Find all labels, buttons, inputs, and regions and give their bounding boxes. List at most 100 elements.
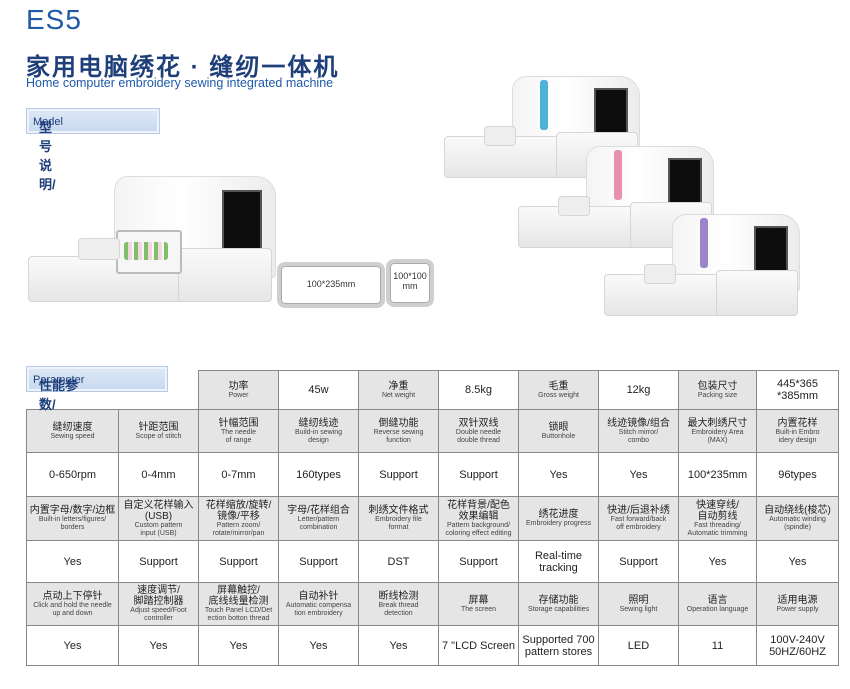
table-header-cell: 自定义花样输入 (USB)Custom pattern input (USB) — [118, 496, 199, 541]
machine-variant-purple-image — [604, 212, 804, 316]
table-value-cell: 0-7mm — [198, 452, 279, 497]
header-label-cn: 花样缩放/旋转/ 镜像/平移 — [205, 499, 272, 522]
product-title-en: Home computer embroidery sewing integrat… — [26, 76, 334, 90]
hoop-large-label: 100*235mm — [306, 279, 356, 289]
header-label-en: Embroidery file format — [375, 516, 422, 531]
table-cell: 445*365 *385mm — [756, 370, 839, 410]
table-value-cell: Yes — [198, 625, 279, 666]
header-label-cn: 语言 — [707, 594, 728, 606]
header-label-en: Reverse sewing function — [373, 428, 424, 444]
table-value-cell: 7 "LCD Screen — [438, 625, 519, 666]
parameter-section-tag: 性能参数/Parameter — [26, 366, 168, 412]
machine-variant-blue-image — [444, 74, 644, 178]
header-label-cn: 针距范围 — [138, 421, 179, 433]
header-label-en: Stitch mirror/ combo — [618, 428, 659, 444]
header-label-en: Adjust speed/Foot controller — [130, 607, 187, 622]
header-label-cn: 照明 — [628, 594, 649, 606]
header-label-en: Power supply — [776, 605, 819, 613]
header-label-en: Scope of stitch — [135, 432, 182, 440]
header-label-en: Break thread detection — [378, 601, 419, 617]
header-label-cn: 自定义花样输入 (USB) — [123, 499, 194, 522]
table-value-cell: Support — [438, 540, 519, 583]
table-value-cell: Yes — [278, 625, 359, 666]
header-label-cn: 最大刺绣尺寸 — [687, 417, 748, 429]
header-label-en: Embroidery Area (MAX) — [691, 428, 744, 444]
table-value-cell: 0-650rpm — [26, 452, 119, 497]
table-value-cell: 0-4mm — [118, 452, 199, 497]
table-value-cell: Support — [598, 540, 679, 583]
header-label-cn: 线迹镜像/组合 — [607, 417, 670, 429]
header-label-en: Storage capabilities — [527, 605, 590, 613]
table-value-cell: Yes — [756, 540, 839, 583]
header-label-cn: 自动补针 — [298, 590, 339, 602]
hoop-small-image: 100*100 mm — [386, 259, 434, 307]
product-title-cn: 家用电脑绣花 · 缝纫一体机 — [26, 54, 340, 81]
table-value-cell: Yes — [598, 452, 679, 497]
header-label-cn: 花样背景/配色 效果编辑 — [447, 499, 510, 522]
hoop-large-image: 100*235mm — [277, 262, 385, 308]
header-label-en: Pattern background/ coloring effect edit… — [445, 521, 512, 537]
header-label-cn: 适用电源 — [777, 594, 818, 606]
header-label-en: Automatic compensa tion embroidery — [285, 601, 352, 617]
table-cell: 45w — [278, 370, 359, 410]
header-label-en: Click and hold the needle up and down — [33, 601, 112, 617]
table-cell: 8.5kg — [438, 370, 519, 410]
header-label-en: Letter/pattern combination — [297, 516, 340, 531]
header-label-cn: 双针双线 — [458, 417, 499, 429]
table-value-cell: Yes — [26, 625, 119, 666]
table-value-cell: Yes — [26, 540, 119, 583]
table-value-cell: Support — [278, 540, 359, 583]
header-label-cn: 字母/花样组合 — [287, 505, 350, 516]
header-label-en: Built-in letters/figures/ borders — [38, 516, 107, 531]
table-value-cell: 160types — [278, 452, 359, 497]
header-label-cn: 屏幕 — [468, 594, 489, 606]
header-label-cn: 屏幕触控/ 底线线量检测 — [208, 585, 269, 607]
header-label-en: Touch Panel LCD/Det ection botton thread — [204, 607, 273, 622]
header-label-cn: 点动上下停针 — [42, 590, 103, 602]
header-label-cn: 断线检测 — [378, 590, 419, 602]
header-label-en: Buttonhole — [541, 432, 576, 440]
header-label-en: Built-in Embro idery design — [775, 428, 820, 444]
table-value-cell: Supported 700 pattern stores — [518, 625, 599, 666]
header-label-cn: 绣花进度 — [538, 509, 579, 520]
header-label-en: Build-in sewing design — [294, 428, 343, 444]
table-value-cell: DST — [358, 540, 439, 583]
table-value-cell: Support — [118, 540, 199, 583]
header-label-en: Operation language — [686, 605, 749, 613]
table-header-cell: 自动绕线(梭芯)Automatic winding (spindle) — [756, 496, 839, 541]
header-label-cn: 快速穿线/ 自动剪线 — [696, 499, 739, 522]
hoop-small-label: 100*100 mm — [393, 271, 427, 291]
header-label-en: Sewing speed — [50, 432, 95, 440]
table-value-cell: Yes — [358, 625, 439, 666]
model-title: ES5 — [26, 4, 82, 35]
header-label-en: Automatic winding (spindle) — [769, 516, 826, 531]
